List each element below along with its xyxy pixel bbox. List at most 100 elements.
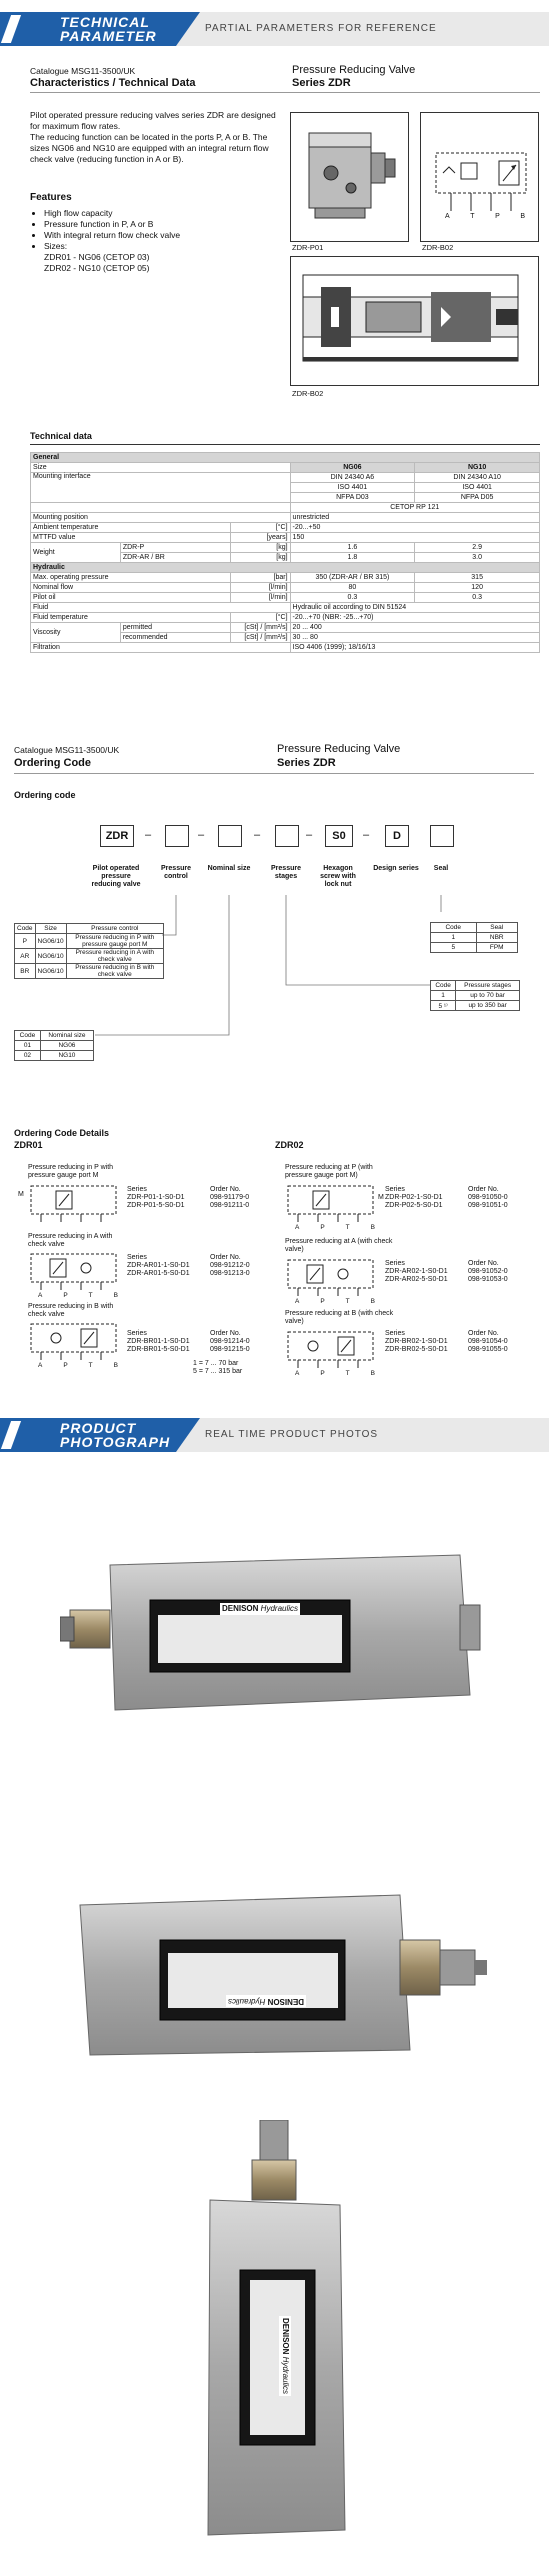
code-dash: – — [363, 829, 370, 841]
detail-desc: Pressure reducing at B (with check valve… — [285, 1310, 394, 1325]
code-label: Design series — [373, 865, 419, 872]
nameplate-brand: DENISON Hydraulics — [279, 2316, 291, 2396]
code-box-pressure-control — [165, 825, 189, 847]
figure-caption: ZDR-B02 — [422, 243, 454, 252]
section-drawing — [302, 274, 519, 362]
banner-subtitle: PARTIAL PARAMETERS FOR REFERENCE — [205, 23, 437, 34]
product-title: Pressure Reducing Valve — [292, 64, 416, 76]
feature-item: High flow capacity — [44, 208, 280, 219]
nameplate-brand: DENISON Hydraulics — [220, 1603, 300, 1615]
code-label: Nominal size — [207, 865, 251, 872]
port-m-label: M — [378, 1194, 384, 1201]
banner-tab — [0, 12, 200, 46]
code-label: Hexagon screw with lock nut — [320, 865, 356, 888]
symbol-figure-b02: A T P B — [420, 112, 539, 242]
hydraulic-symbol — [287, 1331, 374, 1368]
code-dash: – — [145, 829, 152, 841]
ordering-connectors — [95, 895, 442, 1036]
code-box-pressure-stages — [275, 825, 299, 847]
hydraulic-symbol — [287, 1185, 374, 1222]
features-title: Features — [30, 192, 72, 203]
hydraulic-symbol — [30, 1253, 117, 1290]
series-title: Series ZDR — [292, 77, 351, 89]
code-dash: – — [306, 829, 313, 841]
banner-tab — [0, 1418, 200, 1452]
catalogue-number: Catalogue MSG11-3500/UK — [14, 745, 120, 755]
port-labels: A T P B — [445, 213, 525, 220]
series-title: Series ZDR — [277, 757, 336, 769]
hydraulic-symbol — [287, 1259, 374, 1296]
product-photo — [207, 2120, 346, 2536]
valve-drawing — [308, 132, 396, 219]
nameplate-brand: DENISON Hydraulics — [226, 1995, 306, 2007]
hydraulic-symbol — [30, 1323, 117, 1360]
divider — [30, 444, 540, 445]
ordering-code-details-title: Ordering Code Details — [14, 1128, 110, 1138]
section-title: Ordering Code — [14, 757, 92, 769]
code-label: Pilot operated pressure reducing valve — [91, 865, 141, 888]
code-dash: – — [198, 829, 205, 841]
divider — [30, 92, 540, 93]
divider — [14, 773, 534, 774]
catalogue-number: Catalogue MSG11-3500/UK — [30, 66, 136, 76]
product-photo — [79, 1894, 487, 2056]
technical-data-title: Technical data — [30, 431, 92, 441]
size-item: ZDR02 - NG10 (CETOP 05) — [44, 263, 150, 273]
code-box-nominal-size — [218, 825, 242, 847]
section-figure-b02 — [290, 256, 539, 386]
code-box-series: ZDR — [100, 825, 134, 847]
banner-subtitle: REAL TIME PRODUCT PHOTOS — [205, 1429, 379, 1440]
feature-item: Pressure function in P, A or B — [44, 219, 280, 230]
code-label: Pressure stages — [271, 865, 301, 880]
code-label: Pressure control — [161, 865, 191, 880]
detail-desc: Pressure reducing in B with check valve — [28, 1303, 114, 1318]
size-item: ZDR01 - NG06 (CETOP 03) — [44, 252, 150, 262]
hydraulic-symbol — [30, 1185, 117, 1222]
zdr02-title: ZDR02 — [275, 1140, 304, 1150]
feature-item: With integral return flow check valve — [44, 230, 280, 241]
ordering-code-title: Ordering code — [14, 790, 76, 800]
code-dash: – — [254, 829, 261, 841]
hydraulic-symbol — [435, 152, 527, 211]
port-m-label: M — [18, 1191, 24, 1198]
product-photo — [60, 1554, 481, 1711]
section-title: Characteristics / Technical Data — [30, 77, 196, 89]
features-list: High flow capacity Pressure function in … — [30, 208, 280, 274]
detail-desc: Pressure reducing in P with pressure gau… — [28, 1164, 114, 1179]
